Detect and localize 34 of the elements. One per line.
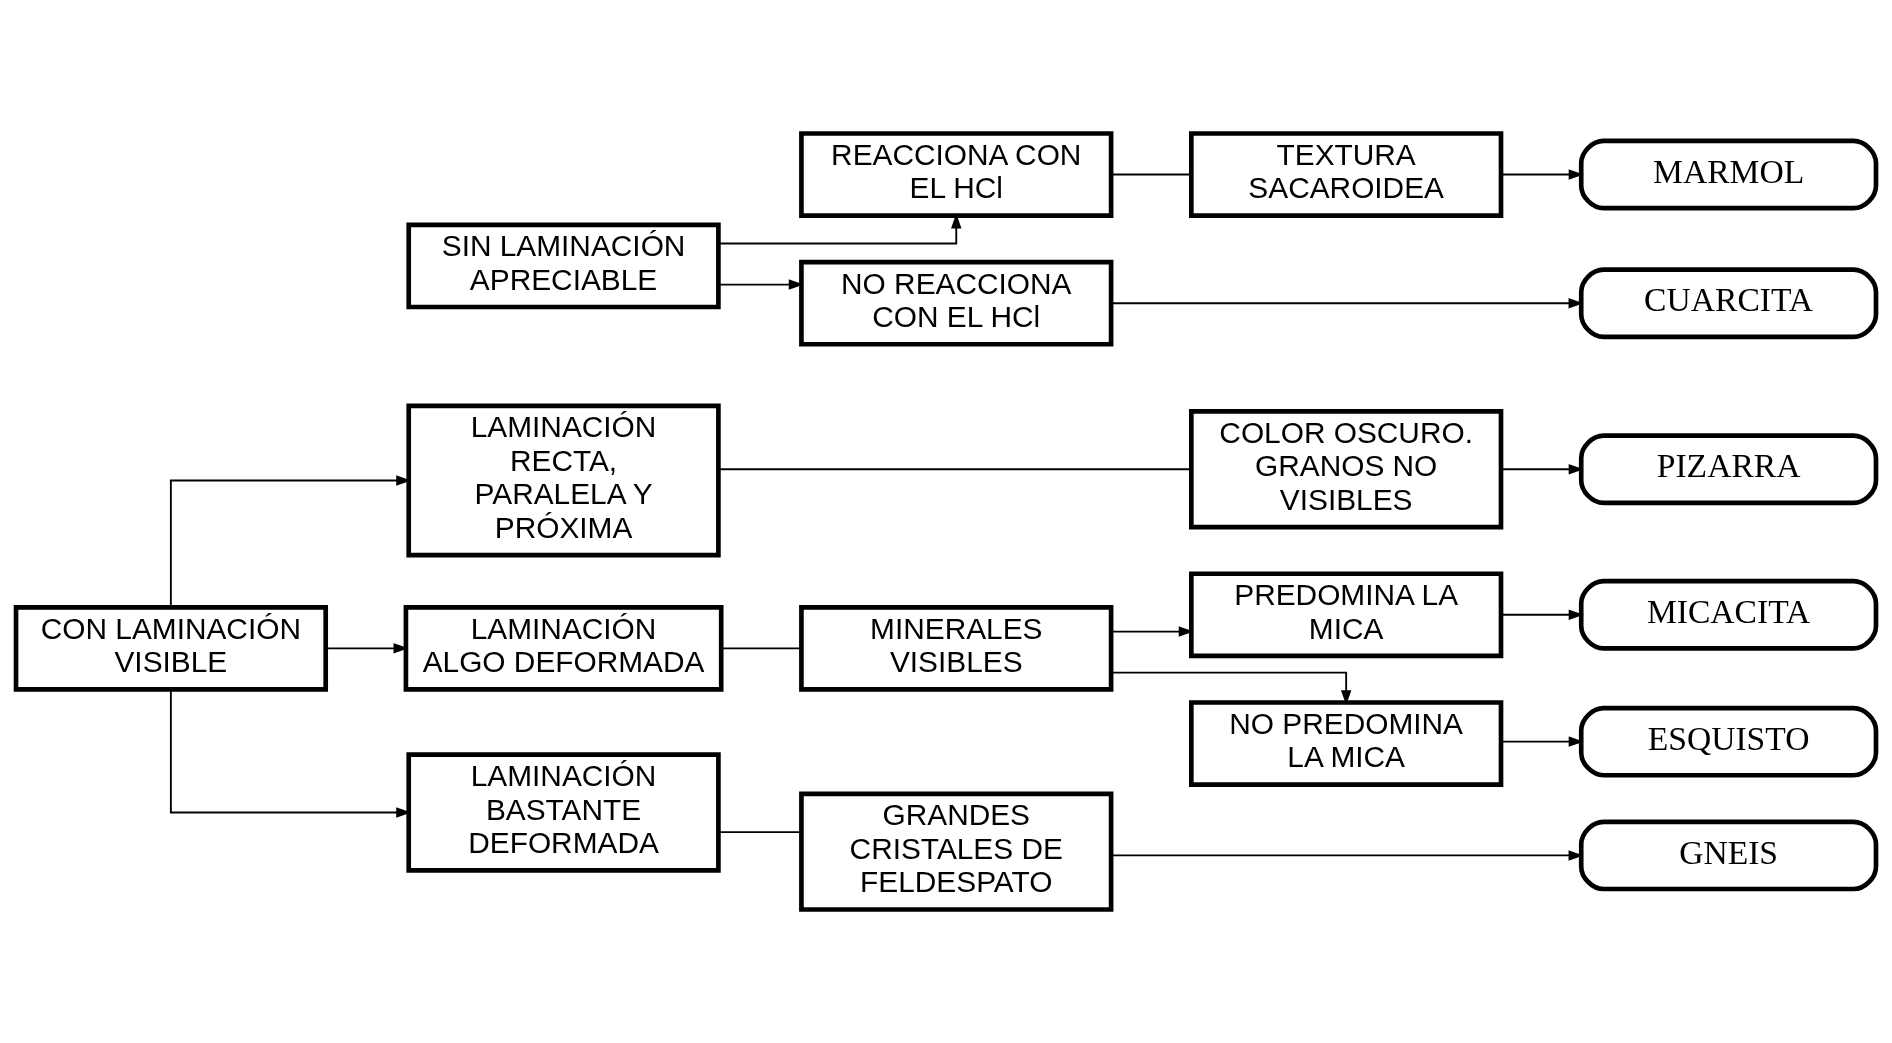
- node-box: NO REACCIONA CON EL HCl: [799, 259, 1114, 347]
- arrow: [1110, 671, 1352, 706]
- arrow: [1110, 298, 1584, 309]
- arrow: [325, 643, 409, 654]
- connector: [717, 831, 802, 834]
- connector: [717, 468, 1192, 471]
- node-box: TEXTURA SACAROIDEA: [1189, 131, 1504, 218]
- arrow: [1500, 169, 1584, 180]
- node-box: PREDOMINA LA MICA: [1189, 571, 1504, 659]
- node-box: ESQUISTO: [1578, 705, 1879, 778]
- node-box: MICACITA: [1578, 578, 1879, 651]
- arrow: [717, 279, 804, 290]
- arrow: [1500, 464, 1584, 475]
- arrow: [1110, 850, 1584, 861]
- arrow: [1500, 736, 1584, 747]
- node-box: COLOR OSCURO. GRANOS NO VISIBLES: [1189, 409, 1504, 530]
- node-box: LAMINACIÓN RECTA, PARALELA Y PRÓXIMA: [406, 403, 721, 558]
- arrow: [1110, 626, 1194, 637]
- node-box: SIN LAMINACIÓN APRECIABLE: [406, 222, 721, 310]
- node-box: GNEIS: [1578, 819, 1879, 892]
- node-box: CON LAMINACIÓN VISIBLE: [13, 605, 329, 692]
- node-box: MINERALES VISIBLES: [799, 605, 1114, 692]
- node-box: LAMINACIÓN BASTANTE DEFORMADA: [406, 752, 721, 873]
- node-box: REACCIONA CON EL HCl: [799, 131, 1114, 218]
- node-box: PIZARRA: [1578, 433, 1879, 506]
- arrow: [717, 213, 962, 245]
- node-box: CUARCITA: [1578, 267, 1879, 340]
- node-box: LAMINACIÓN ALGO DEFORMADA: [403, 605, 724, 692]
- node-box: MARMOL: [1578, 138, 1879, 211]
- connector: [1110, 173, 1192, 176]
- node-box: GRANDES CRISTALES DE FELDESPATO: [799, 791, 1114, 912]
- connector: [720, 647, 803, 650]
- node-box: NO PREDOMINA LA MICA: [1189, 700, 1504, 787]
- arrow: [1500, 609, 1584, 620]
